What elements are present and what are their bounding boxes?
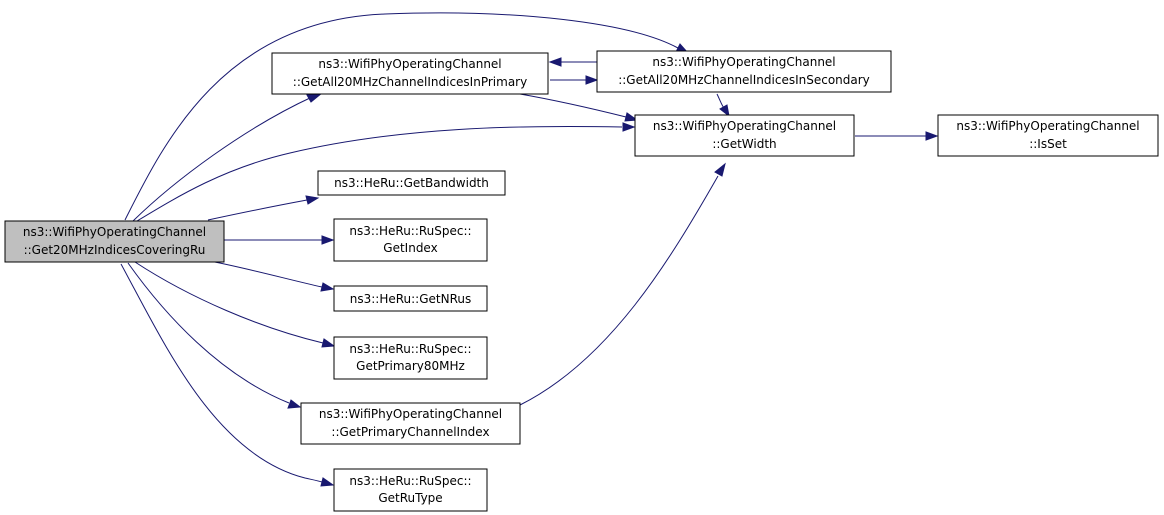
- node-isset[interactable]: ns3::WifiPhyOperatingChannel ::IsSet: [937, 114, 1159, 157]
- node-getnrus[interactable]: ns3::HeRu::GetNRus: [333, 285, 488, 312]
- node-getwidth[interactable]: ns3::WifiPhyOperatingChannel ::GetWidth: [634, 114, 855, 157]
- edge-getprimarychannelindex-to-getwidth: [519, 162, 726, 406]
- node-label-line1: ns3::WifiPhyOperatingChannel: [652, 55, 835, 69]
- node-label-line2: ::Get20MHzIndicesCoveringRu: [24, 243, 206, 257]
- node-label: ns3::HeRu::GetNRus: [350, 292, 472, 306]
- edge-root-to-getwidth: [136, 122, 636, 222]
- node-label-line2: GetRuType: [378, 491, 442, 505]
- node-get20mhzindicescoveringru[interactable]: ns3::WifiPhyOperatingChannel ::Get20MHzI…: [4, 220, 225, 263]
- edge-all20secondary-to-all20primary: [548, 57, 597, 67]
- edge-root-to-getrutype: [120, 263, 335, 487]
- edge-root-to-all20primary: [132, 92, 324, 222]
- node-label-line1: ns3::HeRu::RuSpec::: [349, 474, 471, 488]
- node-label-line1: ns3::WifiPhyOperatingChannel: [318, 57, 501, 71]
- node-getrutype[interactable]: ns3::HeRu::RuSpec:: GetRuType: [333, 468, 488, 512]
- node-getbandwidth[interactable]: ns3::HeRu::GetBandwidth: [317, 170, 506, 196]
- node-label-line1: ns3::HeRu::RuSpec::: [349, 342, 471, 356]
- node-getprimary80mhz[interactable]: ns3::HeRu::RuSpec:: GetPrimary80MHz: [333, 336, 488, 380]
- edge-root-to-getindex: [224, 235, 335, 245]
- node-label-line2: ::GetAll20MHzChannelIndicesInPrimary: [293, 75, 527, 89]
- node-label-line1: ns3::HeRu::RuSpec::: [349, 224, 471, 238]
- edge-all20secondary-to-getwidth: [716, 93, 730, 118]
- edge-root-to-getprimary80: [134, 261, 336, 348]
- edge-getwidth-to-isset: [855, 131, 939, 141]
- edge-root-to-getbandwidth: [207, 195, 320, 221]
- edge-root-to-getnrus: [209, 260, 335, 292]
- node-label-line2: GetIndex: [383, 241, 437, 255]
- node-getindex[interactable]: ns3::HeRu::RuSpec:: GetIndex: [333, 218, 488, 262]
- node-label-line1: ns3::WifiPhyOperatingChannel: [319, 407, 502, 421]
- node-label-line2: GetPrimary80MHz: [356, 359, 465, 373]
- node-label-line2: ::GetPrimaryChannelIndex: [331, 425, 489, 439]
- node-label-line2: ::GetAll20MHzChannelIndicesInSecondary: [618, 73, 870, 87]
- edge-all20primary-to-all20secondary: [550, 75, 599, 85]
- node-getprimarychannelindex[interactable]: ns3::WifiPhyOperatingChannel ::GetPrimar…: [300, 402, 521, 445]
- node-label-line2: ::IsSet: [1029, 137, 1067, 151]
- node-label-line1: ns3::WifiPhyOperatingChannel: [956, 119, 1139, 133]
- edge-all20primary-to-getwidth: [519, 93, 639, 122]
- node-label: ns3::HeRu::GetBandwidth: [334, 176, 489, 190]
- node-label-line1: ns3::WifiPhyOperatingChannel: [653, 119, 836, 133]
- node-label-line2: ::GetWidth: [712, 137, 776, 151]
- edge-root-to-getprimarychannelindex: [127, 262, 302, 409]
- node-label-line1: ns3::WifiPhyOperatingChannel: [23, 225, 206, 239]
- node-getall20mhzchannelindicesinsecondary[interactable]: ns3::WifiPhyOperatingChannel ::GetAll20M…: [596, 50, 892, 93]
- node-getall20mhzchannelindicesinprimary[interactable]: ns3::WifiPhyOperatingChannel ::GetAll20M…: [271, 52, 549, 95]
